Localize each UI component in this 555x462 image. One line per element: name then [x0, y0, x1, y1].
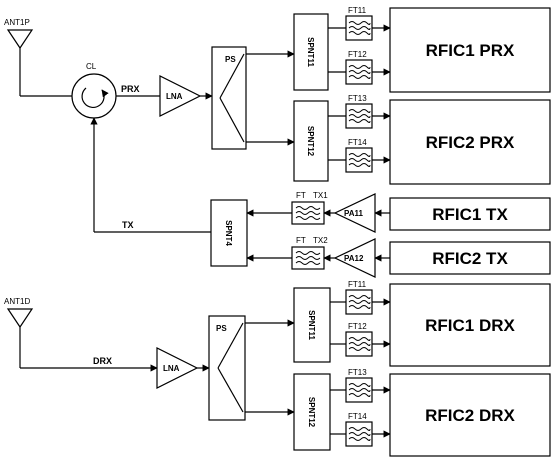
spnt4	[210, 199, 248, 267]
spnt4-label: SPNT4	[224, 220, 233, 246]
filter-ft12-bottom	[345, 331, 373, 357]
tx-label: TX	[122, 220, 134, 230]
pa11-label: PA11	[344, 209, 364, 218]
rfic1-tx-box	[389, 197, 551, 231]
spnt12-top	[293, 100, 329, 182]
tx2-label: TX2	[313, 236, 328, 245]
circulator-label: CL	[86, 62, 97, 71]
lna-top	[159, 75, 202, 117]
ft13-top-label: FT13	[348, 94, 367, 103]
ft-tx1-label: FT	[296, 191, 306, 200]
spnt11-top	[293, 13, 329, 91]
ft-tx2-label: FT	[296, 236, 306, 245]
filter-ft12-top	[345, 59, 373, 85]
filter-ft14-bottom	[345, 421, 373, 447]
lna-top-label: LNA	[166, 92, 183, 101]
rfic2-tx-box	[389, 241, 551, 275]
spnt12-bottom	[293, 373, 331, 451]
rfic1-drx-label: RFIC1 DRX	[425, 316, 515, 335]
filter-ft13-bottom	[345, 377, 373, 403]
rfic1-tx-label: RFIC1 TX	[432, 205, 508, 224]
spnt11-bottom-label: SPNT11	[307, 310, 316, 340]
antenna-bottom-label: ANT1D	[4, 297, 30, 306]
filter-ft11-top	[345, 15, 373, 41]
pa12-label: PA12	[344, 254, 364, 263]
drx-label: DRX	[93, 356, 112, 366]
lna-bottom-label: LNA	[163, 364, 180, 373]
ps-top-label: PS	[225, 55, 236, 64]
antenna-top-label: ANT1P	[4, 18, 30, 27]
filter-ft11-bottom	[345, 289, 373, 315]
rfic2-prx-box	[389, 99, 551, 185]
ft11-bottom-label: FT11	[348, 280, 367, 289]
spnt11-top-label: SPNT11	[306, 37, 315, 67]
filter-tx2	[291, 246, 325, 270]
filter-ft13-top	[345, 103, 373, 129]
rfic1-drx-box	[389, 283, 551, 367]
rfic1-prx-label: RFIC1 PRX	[426, 41, 515, 60]
ft11-top-label: FT11	[348, 6, 367, 15]
antenna-top	[6, 29, 72, 97]
filter-tx1	[291, 201, 325, 225]
prx-label: PRX	[121, 84, 140, 94]
ps-bottom-label: PS	[216, 324, 227, 333]
lna-bottom	[156, 347, 199, 389]
spnt12-top-label: SPNT12	[306, 126, 315, 157]
rfic2-drx-label: RFIC2 DRX	[425, 406, 515, 425]
ft14-bottom-label: FT14	[348, 412, 367, 421]
circulator	[71, 73, 117, 119]
ft12-top-label: FT12	[348, 50, 367, 59]
rfic2-drx-box	[389, 373, 551, 457]
rfic1-prx-box	[389, 7, 551, 93]
power-splitter-bottom	[208, 315, 246, 421]
ft13-bottom-label: FT13	[348, 368, 367, 377]
spnt11-bottom	[293, 287, 331, 363]
filter-ft14-top	[345, 147, 373, 173]
antenna-bottom	[6, 308, 158, 372]
power-splitter-top	[211, 46, 247, 150]
spnt12-bottom-label: SPNT12	[307, 397, 316, 428]
tx1-label: TX1	[313, 191, 328, 200]
rfic2-tx-label: RFIC2 TX	[432, 249, 508, 268]
rfic2-prx-label: RFIC2 PRX	[426, 133, 515, 152]
ft14-top-label: FT14	[348, 138, 367, 147]
ft12-bottom-label: FT12	[348, 322, 367, 331]
